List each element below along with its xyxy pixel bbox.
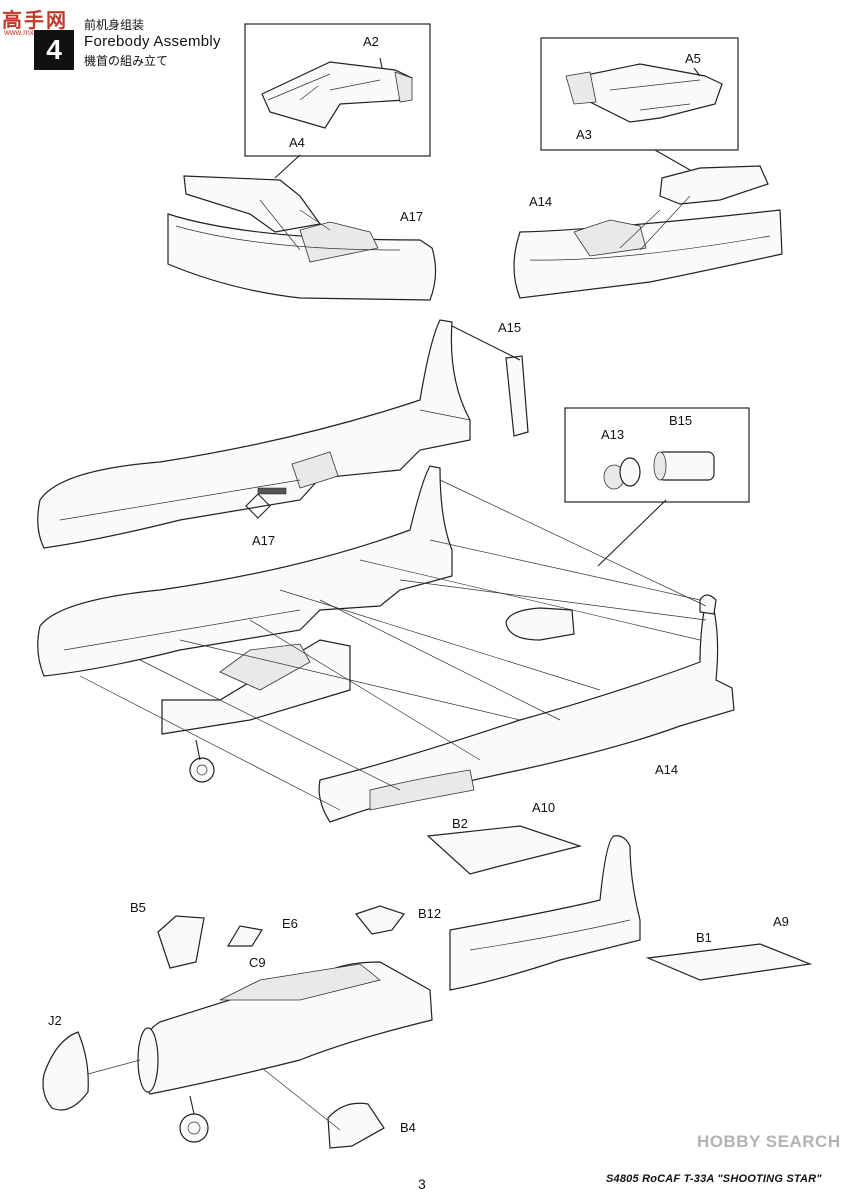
step-title-chinese: 前机身组装	[84, 18, 145, 32]
part-label-b2: B2	[452, 816, 468, 831]
part-label-a14-top: A14	[529, 194, 553, 209]
part-label-b12: B12	[418, 906, 442, 921]
fuselage-half-a17-mid	[37, 319, 529, 549]
part-label-a13: A13	[601, 427, 625, 442]
detail-box-a2-a4	[244, 23, 431, 179]
step-number: 4	[34, 30, 74, 70]
watermark-bottom: HOBBY SEARCH	[697, 1132, 841, 1151]
fuselage-half-a14-top	[513, 165, 783, 299]
part-label-a10: A10	[532, 800, 556, 815]
part-label-j2: J2	[48, 1013, 62, 1028]
part-label-b1: B1	[696, 930, 712, 945]
part-label-a14-mid: A14	[655, 762, 679, 777]
part-label-a3: A3	[576, 127, 592, 142]
part-label-a9: A9	[773, 914, 789, 929]
final-assembly	[42, 905, 433, 1149]
part-label-a17-mid: A17	[252, 533, 276, 548]
part-label-b5: B5	[130, 900, 146, 915]
part-label-c9: C9	[249, 955, 266, 970]
tailplane-parts	[426, 825, 813, 991]
main-fuselage-assembly	[37, 465, 735, 823]
step-title-english: Forebody Assembly	[84, 33, 221, 50]
watermark-logo: 高手网	[2, 8, 68, 32]
footer-product-title: S4805 RoCAF T-33A "SHOOTING STAR"	[606, 1173, 822, 1185]
fuselage-half-a17-top	[167, 175, 437, 301]
part-label-a5: A5	[685, 51, 701, 66]
detail-box-a13-b15	[564, 407, 750, 567]
part-label-a2: A2	[363, 34, 379, 49]
part-label-b4: B4	[400, 1120, 416, 1135]
part-label-a4: A4	[289, 135, 305, 150]
part-label-b15: B15	[669, 413, 693, 428]
part-label-a17-top: A17	[400, 209, 424, 224]
page-number: 3	[418, 1176, 426, 1192]
detail-box-a5-a3	[540, 37, 739, 171]
step-title-japanese: 機首の組み立て	[84, 54, 169, 68]
part-label-e6: E6	[282, 916, 298, 931]
part-label-a15: A15	[498, 320, 522, 335]
